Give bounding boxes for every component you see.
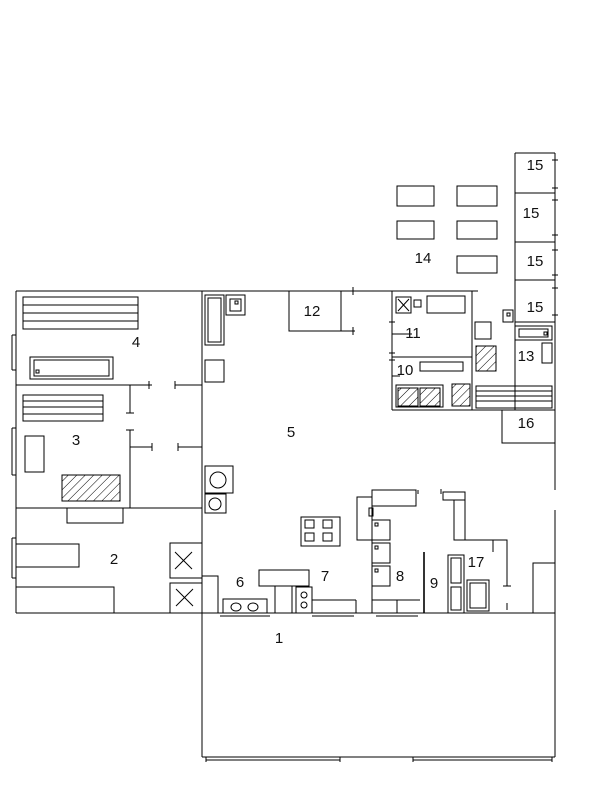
room-8 <box>356 489 420 617</box>
room-labels: 1 2 3 4 5 6 7 8 9 10 11 12 13 14 15 15 1… <box>72 157 544 647</box>
room-15-cubicles <box>502 159 558 323</box>
room-label-13: 13 <box>518 348 535 365</box>
room-16 <box>501 410 555 444</box>
room-1-area <box>201 613 556 762</box>
room-label-4: 4 <box>132 334 140 351</box>
room-2-furniture <box>15 542 203 614</box>
left-wing <box>11 334 202 579</box>
room-label-1: 1 <box>275 630 283 647</box>
room-label-17: 17 <box>468 554 485 571</box>
room-label-9: 9 <box>430 575 438 592</box>
room-label-16: 16 <box>518 415 535 432</box>
room-14-desks <box>396 185 498 274</box>
room-label-15d: 15 <box>527 299 544 316</box>
room-5-fixtures <box>204 287 355 547</box>
room-label-5: 5 <box>287 424 295 441</box>
room-label-15c: 15 <box>527 253 544 270</box>
room-label-2: 2 <box>110 551 118 568</box>
room-label-10: 10 <box>397 362 414 379</box>
rooms-6-7 <box>202 569 357 617</box>
room-4-furniture <box>22 296 139 380</box>
outer-walls <box>15 152 556 614</box>
room-label-14: 14 <box>415 250 432 267</box>
room-13 <box>474 321 553 409</box>
room-label-3: 3 <box>72 432 80 449</box>
room-label-12: 12 <box>304 303 321 320</box>
room-17 <box>440 489 555 614</box>
room-label-8: 8 <box>396 568 404 585</box>
room-label-6: 6 <box>236 574 244 591</box>
room-label-7: 7 <box>321 568 329 585</box>
room-3-furniture <box>22 394 124 524</box>
room-label-15a: 15 <box>527 157 544 174</box>
rooms-10-11 <box>389 295 472 408</box>
room-label-15b: 15 <box>523 205 540 222</box>
room-label-11: 11 <box>405 325 421 342</box>
